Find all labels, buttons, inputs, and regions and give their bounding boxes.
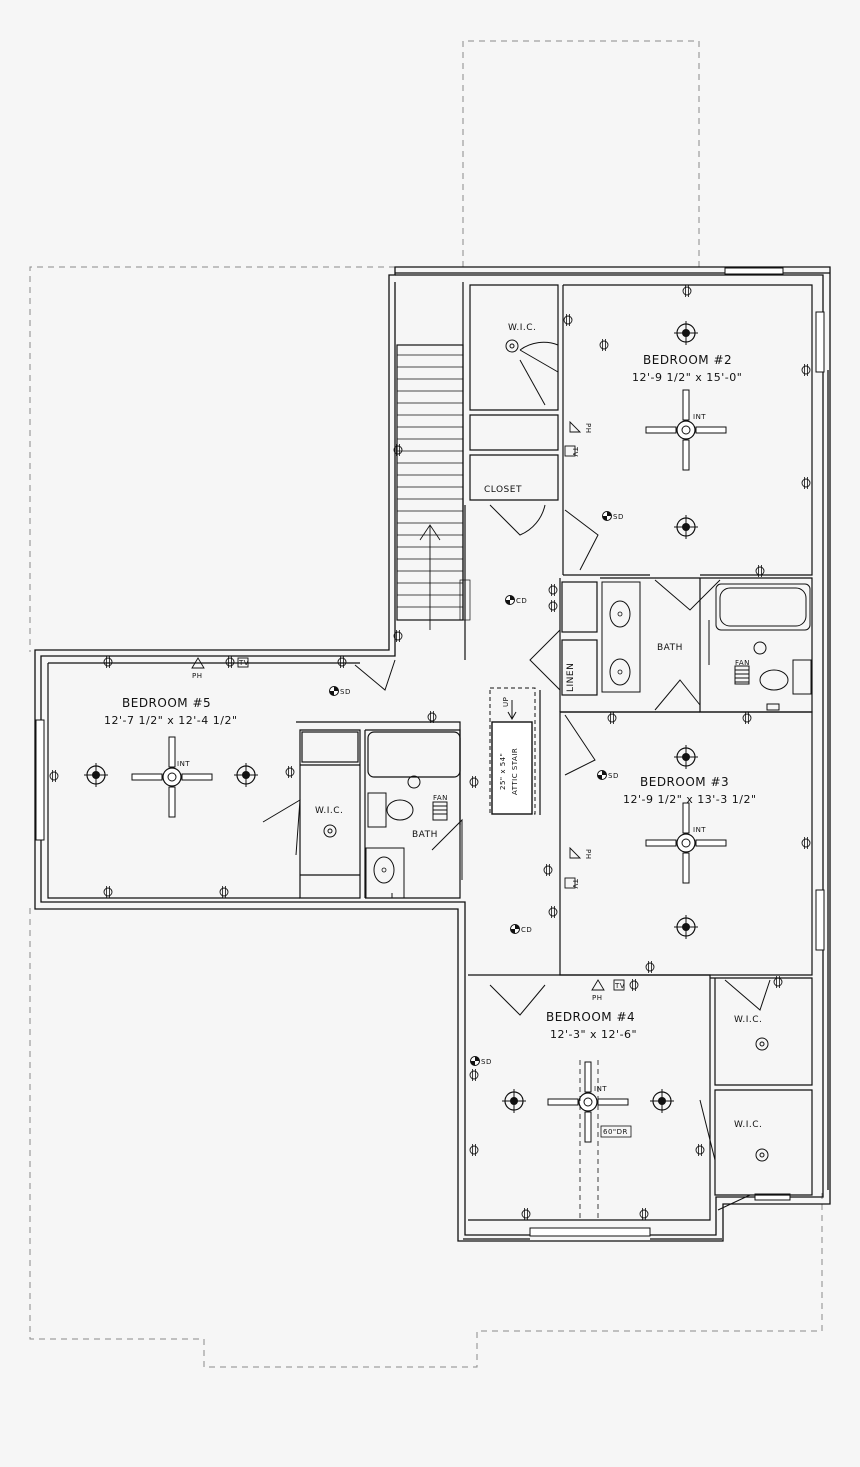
fan-int-b2: INT — [693, 413, 706, 421]
ph-b3: PH — [584, 849, 592, 860]
sd-b4: SD — [481, 1058, 492, 1066]
ph-b4: PH — [592, 994, 603, 1002]
room-bedroom2-name: BEDROOM #2 — [643, 353, 732, 367]
attic-stair — [489, 687, 536, 815]
room-wic-b5: W.I.C. — [315, 806, 343, 816]
closet-lights — [323, 339, 769, 1162]
room-bedroom5-name: BEDROOM #5 — [122, 696, 211, 710]
tv-b2: TV — [571, 446, 579, 457]
tv-b4: TV — [614, 982, 625, 990]
fan-int-b3: INT — [693, 826, 706, 834]
phone-tv-jacks — [191, 420, 625, 991]
room-wic-b4a: W.I.C. — [734, 1015, 762, 1025]
room-bedroom3-name: BEDROOM #3 — [640, 775, 729, 789]
room-bedroom4-dims: 12'-3" x 12'-6" — [550, 1028, 637, 1041]
sd-b5: SD — [340, 688, 351, 696]
room-linen: LINEN — [566, 663, 576, 692]
dr-box — [600, 1125, 632, 1138]
door-swings — [262, 341, 771, 1211]
cd-hall-1: CD — [516, 597, 527, 605]
windows — [35, 267, 825, 1237]
dr-label: 60"DR — [603, 1128, 628, 1136]
exterior-walls — [34, 266, 831, 1242]
ph-b2: PH — [584, 423, 592, 434]
bath-fixtures — [365, 581, 812, 899]
room-bedroom4-name: BEDROOM #4 — [546, 1010, 635, 1024]
sd-b3: SD — [608, 772, 619, 780]
room-bedroom3-dims: 12'-9 1/2" x 13'-3 1/2" — [623, 793, 757, 806]
detectors — [329, 511, 612, 1066]
attic-stair-up: UP — [502, 697, 510, 707]
ph-b5: PH — [192, 672, 203, 680]
fan-label-lower: FAN — [433, 794, 448, 802]
sd-b2: SD — [613, 513, 624, 521]
room-bath-upper: BATH — [657, 643, 683, 653]
room-bedroom2-dims: 12'-9 1/2" x 15'-0" — [632, 371, 742, 384]
tv-b3: TV — [571, 878, 579, 889]
stair-treads — [397, 354, 471, 630]
outlets — [49, 284, 811, 1221]
attic-stair-dims: 25" x 54" — [499, 753, 507, 790]
room-closet: CLOSET — [484, 485, 522, 495]
room-wic-b4b: W.I.C. — [734, 1120, 762, 1130]
room-wic-b2: W.I.C. — [508, 323, 536, 333]
fan-label-upper: FAN — [735, 659, 750, 667]
interior-walls — [47, 282, 813, 1221]
cd-hall-2: CD — [521, 926, 532, 934]
tv-b5: TV — [238, 659, 249, 667]
attic-stair-label: ATTIC STAIR — [511, 748, 519, 795]
dashed-outline — [29, 40, 823, 1368]
room-bedroom5-dims: 12'-7 1/2" x 12'-4 1/2" — [104, 714, 238, 727]
fan-int-b5: INT — [177, 760, 190, 768]
room-bath-lower: BATH — [412, 830, 438, 840]
fan-int-b4: INT — [594, 1085, 607, 1093]
